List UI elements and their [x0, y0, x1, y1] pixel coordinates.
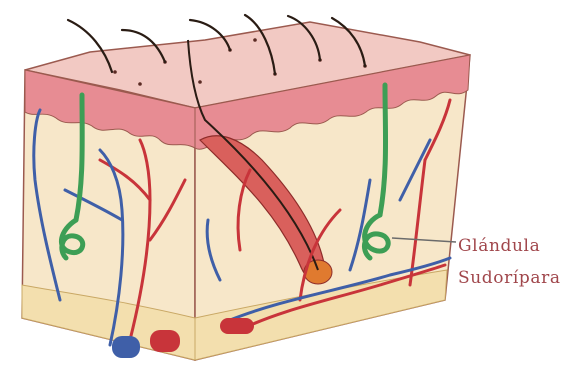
label-glandula: Glándula: [458, 236, 540, 256]
artery-trunk: [150, 330, 180, 352]
label-sudoripara: Sudorípara: [458, 268, 561, 288]
vein-trunk: [112, 336, 140, 358]
artery-trunk-right: [220, 318, 254, 334]
